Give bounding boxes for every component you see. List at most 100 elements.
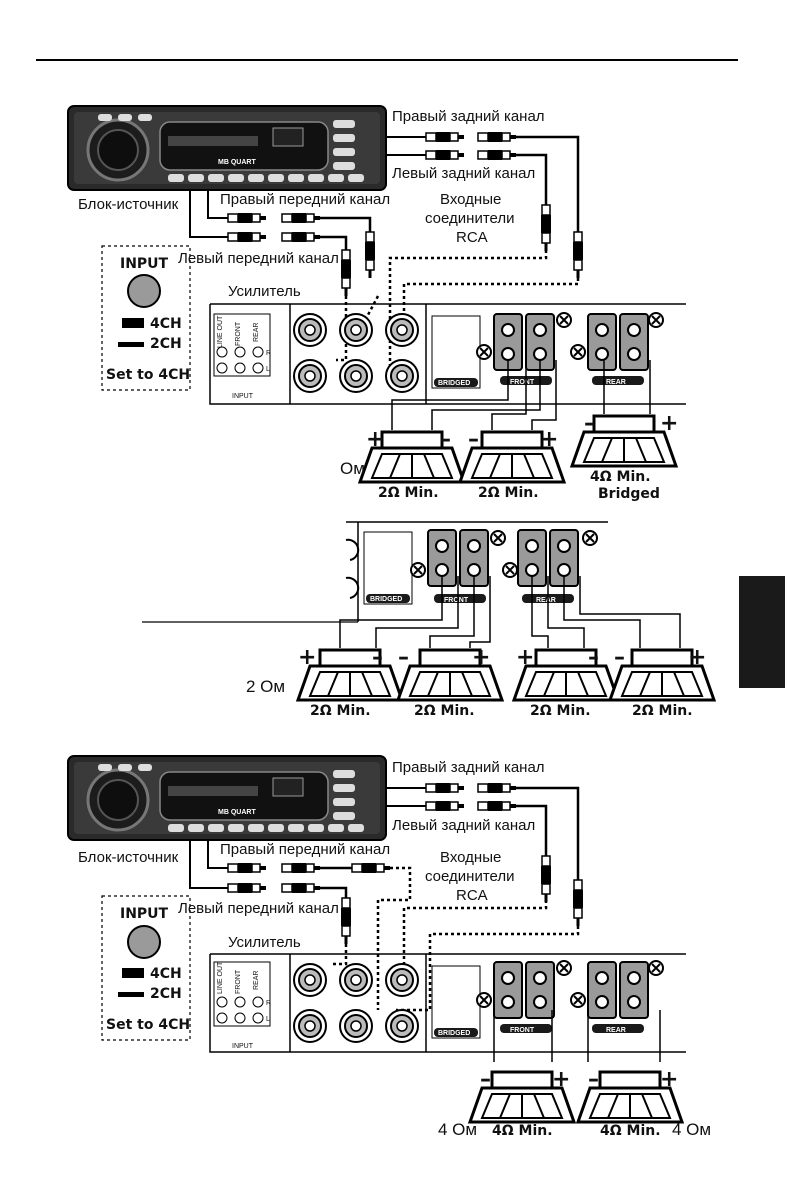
input-2ch-1: 2CH	[150, 336, 182, 352]
spk-min-3a: 4Ω Min.	[492, 1123, 553, 1139]
front-label-1: FRONT	[510, 379, 535, 386]
section-tab	[739, 576, 785, 688]
right-ohm-3: 4 Ом	[672, 1120, 711, 1139]
svg-text:–: –	[440, 427, 451, 452]
rear-terminals-3	[587, 961, 649, 1019]
rear-right-label-3: Правый задний канал	[392, 759, 545, 776]
bridged-label-1: BRIDGED	[438, 380, 470, 387]
input-4ch-3: 4CH	[150, 966, 182, 982]
bridged-label-3: BRIDGED	[438, 1030, 470, 1037]
input-switch-box-1	[101, 245, 191, 391]
input-title-3: INPUT	[120, 906, 169, 922]
front-right-label-1: Правый передний канал	[220, 191, 390, 208]
rca-rear-r-jack-1	[477, 131, 517, 143]
spk-min-2a: 2Ω Min.	[310, 703, 371, 719]
input-button-3[interactable]	[127, 925, 161, 959]
left-ohm-1: Ом	[340, 459, 365, 478]
front-label-2: FRONT	[444, 597, 469, 604]
spk-min-1b: 2Ω Min.	[478, 485, 539, 501]
rear-terminals-1	[587, 313, 649, 371]
rca-down-3a	[540, 855, 552, 903]
rca-down-3c	[340, 897, 352, 945]
head-unit-3	[66, 754, 388, 842]
input-set-3: Set to 4CH	[106, 1017, 190, 1033]
svg-text:–: –	[588, 645, 599, 670]
spk-min-1c: 4Ω Min.	[590, 469, 651, 485]
spk-min-2b: 2Ω Min.	[414, 703, 475, 719]
bridged-block-2: BRIDGED	[363, 531, 413, 605]
diagram-1: Блок-источник Правый задний канал Левый …	[66, 104, 686, 502]
rear-right-label-1: Правый задний канал	[392, 108, 545, 125]
panel-front-3: FRONT	[235, 969, 242, 994]
input-set-1: Set to 4CH	[106, 367, 190, 383]
rca-down-1c	[364, 231, 376, 279]
rca-rear-r-jack-3	[477, 782, 517, 794]
rca-label-3c: RCA	[456, 887, 488, 904]
rca-front-r-plug-1	[227, 212, 267, 224]
rca-front-l-jack-3	[281, 882, 321, 894]
front-terminals-3	[493, 961, 555, 1019]
svg-text:+: +	[660, 1067, 678, 1092]
input-2ch-3: 2CH	[150, 986, 182, 1002]
svg-text:+: +	[516, 645, 534, 670]
svg-text:–: –	[398, 645, 409, 670]
bridged-note-1: Bridged	[598, 486, 660, 502]
source-label-1: Блок-источник	[78, 196, 179, 213]
svg-text:–: –	[584, 411, 595, 436]
source-label-3: Блок-источник	[78, 849, 179, 866]
rca-front-l-plug-1	[227, 231, 267, 243]
rca-front-l-plug-3	[227, 882, 267, 894]
rca-label-3a: Входные	[440, 849, 501, 866]
panel-rear-1: REAR	[253, 323, 260, 342]
bridged-block-1: BRIDGED	[431, 315, 481, 389]
front-label-3: FRONT	[510, 1027, 535, 1034]
front-right-label-3: Правый передний канал	[220, 841, 390, 858]
rear-left-label-1: Левый задний канал	[392, 165, 535, 182]
spk-min-3b: 4Ω Min.	[600, 1123, 661, 1139]
rca-rear-r-plug-1	[425, 131, 465, 143]
panel-input-3: INPUT	[232, 1043, 254, 1050]
left-ohm-3: 4 Ом	[438, 1120, 477, 1139]
panel-l-1: L	[266, 366, 270, 373]
rear-label-2: REAR	[536, 597, 556, 604]
svg-text:–: –	[480, 1067, 491, 1092]
head-unit-1	[66, 104, 388, 192]
panel-rear-3: REAR	[253, 971, 260, 990]
rca-label-3b: соединители	[425, 868, 515, 885]
rca-y-jack-3	[351, 862, 391, 874]
rca-rear-l-plug-1	[425, 149, 465, 161]
spk-min-2c: 2Ω Min.	[530, 703, 591, 719]
rca-down-1a	[540, 204, 552, 252]
rca-rear-r-plug-3	[425, 782, 465, 794]
svg-text:+: +	[540, 427, 558, 452]
input-4ch-1: 4CH	[150, 316, 182, 332]
rca-rear-l-jack-1	[477, 149, 517, 161]
panel-input-1: INPUT	[232, 393, 254, 400]
left-ohm-2: 2 Ом	[246, 677, 285, 696]
svg-text:+: +	[660, 411, 678, 436]
rca-front-r-jack-3	[281, 862, 321, 874]
diagram-3: Блок-источник Правый задний канал Левый …	[66, 754, 711, 1139]
input-button-1[interactable]	[127, 274, 161, 308]
rca-front-l-jack-1	[281, 231, 321, 243]
rca-down-3b	[572, 879, 584, 927]
diagram-2: BRIDGED FRONT REAR +– –+ +– –+ 2 Ом 2Ω M…	[142, 521, 716, 719]
rear-label-1: REAR	[606, 379, 626, 386]
svg-text:–: –	[468, 427, 479, 452]
front-terminals-1	[493, 313, 555, 371]
rca-rear-l-plug-3	[425, 800, 465, 812]
amp-label-1: Усилитель	[228, 283, 301, 300]
svg-text:+: +	[688, 645, 706, 670]
bridged-block-3: BRIDGED	[431, 965, 481, 1039]
panel-r-3: R	[266, 1000, 271, 1007]
svg-text:–: –	[372, 645, 383, 670]
input-title-1: INPUT	[120, 256, 169, 272]
svg-text:+: +	[472, 645, 490, 670]
panel-r-1: R	[266, 350, 271, 357]
rca-label-1a: Входные	[440, 191, 501, 208]
amp-label-3: Усилитель	[228, 934, 301, 951]
spk-min-1a: 2Ω Min.	[378, 485, 439, 501]
input-switch-box-3	[101, 895, 191, 1041]
rca-label-1b: соединители	[425, 210, 515, 227]
